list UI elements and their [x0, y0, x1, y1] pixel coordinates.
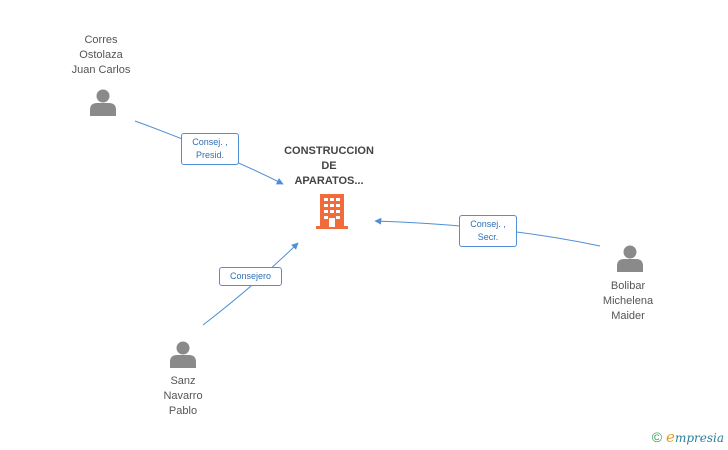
person-name[interactable]: Bolibar Michelena Maider — [573, 279, 683, 324]
company-name-line: CONSTRUCCION — [284, 145, 374, 157]
role-label-line: Consej. , — [470, 219, 506, 229]
person-name-line: Ostolaza — [79, 49, 123, 61]
person-name-line: Corres — [84, 34, 118, 46]
brand-logo: empresia — [666, 428, 724, 446]
role-label-line: Consejero — [229, 271, 272, 281]
person-icon[interactable] — [170, 341, 196, 369]
person-name-line: Bolibar — [610, 280, 646, 292]
person-icon[interactable] — [617, 245, 643, 273]
company-name[interactable]: CONSTRUCCION DE APARATOS... — [269, 144, 389, 189]
person-name-line: Juan Carlos — [71, 64, 131, 76]
role-label-line: Presid. — [195, 150, 224, 160]
role-label[interactable]: Consejero — [219, 267, 282, 286]
role-label[interactable]: Consej. , Secr. — [459, 215, 517, 247]
person-name[interactable]: Corres Ostolaza Juan Carlos — [46, 33, 156, 78]
person-name-line: Michelena — [602, 295, 654, 307]
person-icon[interactable] — [90, 89, 116, 117]
person-name-line: Navarro — [163, 390, 203, 402]
person-name-line: Pablo — [168, 405, 198, 417]
company-name-line: DE — [321, 160, 337, 172]
footer-brand: ©empresia — [652, 428, 724, 446]
role-label-line: Consej. , — [192, 137, 228, 147]
person-name-line: Maider — [611, 310, 645, 322]
building-icon[interactable] — [316, 194, 348, 229]
person-name[interactable]: Sanz Navarro Pablo — [128, 374, 238, 419]
person-name-line: Sanz — [170, 375, 196, 387]
copyright-icon: © — [651, 429, 663, 445]
role-label[interactable]: Consej. , Presid. — [181, 133, 239, 165]
role-label-line: Secr. — [477, 232, 499, 242]
company-name-line: APARATOS... — [294, 175, 364, 187]
